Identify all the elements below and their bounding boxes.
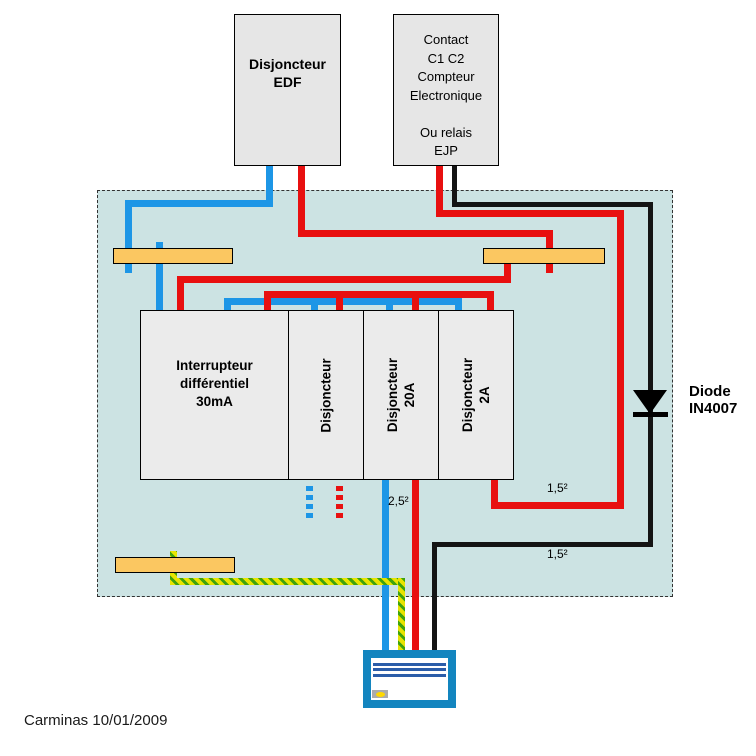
wire-segment	[298, 165, 305, 237]
wire-segment	[156, 242, 163, 310]
wire-segment	[266, 165, 273, 207]
device-indicator-button	[372, 690, 388, 698]
breaker-2a-label: Disjoncteur 2A	[460, 357, 493, 433]
neutral-busbar	[113, 248, 233, 264]
wire-segment	[311, 301, 318, 310]
edf-breaker-box: Disjoncteur EDF	[234, 14, 341, 166]
wire-segment	[491, 502, 624, 509]
wire-segment	[382, 480, 389, 650]
wire-segment	[504, 263, 511, 283]
wire-segment	[170, 578, 405, 585]
breaker-1-label: Disjoncteur	[318, 357, 334, 433]
wire-segment	[491, 480, 498, 509]
breaker-module-20a: Disjoncteur 20A	[363, 310, 439, 480]
wire-segment	[224, 298, 462, 305]
wire-segment	[298, 230, 553, 237]
wire-segment	[412, 480, 419, 650]
breaker-20a-label: Disjoncteur 20A	[385, 357, 418, 433]
wire-section-label-1-5-bottom: 1,5²	[547, 547, 568, 561]
device-face	[371, 658, 448, 700]
wire-segment	[170, 551, 177, 561]
wire-segment	[455, 298, 462, 310]
wire-segment	[436, 165, 443, 217]
wire-segment	[452, 165, 457, 207]
diode-triangle-icon	[633, 390, 667, 414]
wire-segment	[432, 542, 653, 547]
wire-segment	[177, 276, 184, 310]
wire-segment	[386, 301, 393, 310]
differential-switch-label: Interrupteur différentiel 30mA	[176, 358, 253, 409]
phase-busbar	[483, 248, 605, 264]
tariff-contact-box: Contact C1 C2 Compteur Electronique Ou r…	[393, 14, 499, 166]
wire-section-label-2-5: 2,5²	[388, 494, 409, 508]
device-vent-line	[373, 674, 446, 677]
wire-segment	[432, 542, 437, 650]
wire-segment	[648, 202, 653, 547]
wire-segment	[336, 294, 343, 310]
dotted-wire-stub	[306, 486, 313, 518]
wire-segment	[412, 294, 419, 310]
device-vent-line	[373, 668, 446, 671]
wire-section-label-1-5-top: 1,5²	[547, 481, 568, 495]
device-vent-line	[373, 663, 446, 666]
dotted-wire-stub	[336, 486, 343, 520]
credit-text: Carminas 10/01/2009	[24, 712, 168, 729]
breaker-module-1: Disjoncteur	[288, 310, 364, 480]
wire-segment	[125, 200, 273, 207]
load-device	[363, 650, 456, 708]
wire-segment	[452, 202, 653, 207]
earth-busbar	[115, 557, 235, 573]
differential-switch-module: Interrupteur différentiel 30mA	[140, 310, 289, 480]
breaker-module-2a: Disjoncteur 2A	[438, 310, 514, 480]
wire-segment	[125, 200, 132, 273]
diode-cathode-bar	[633, 412, 668, 417]
wire-segment	[264, 291, 271, 310]
wire-segment	[487, 291, 494, 310]
wire-segment	[617, 210, 624, 509]
wire-segment	[436, 210, 624, 217]
wire-segment	[264, 291, 494, 298]
wire-segment	[177, 276, 511, 283]
diode-label: Diode IN4007	[689, 383, 738, 417]
wire-segment	[398, 578, 405, 650]
